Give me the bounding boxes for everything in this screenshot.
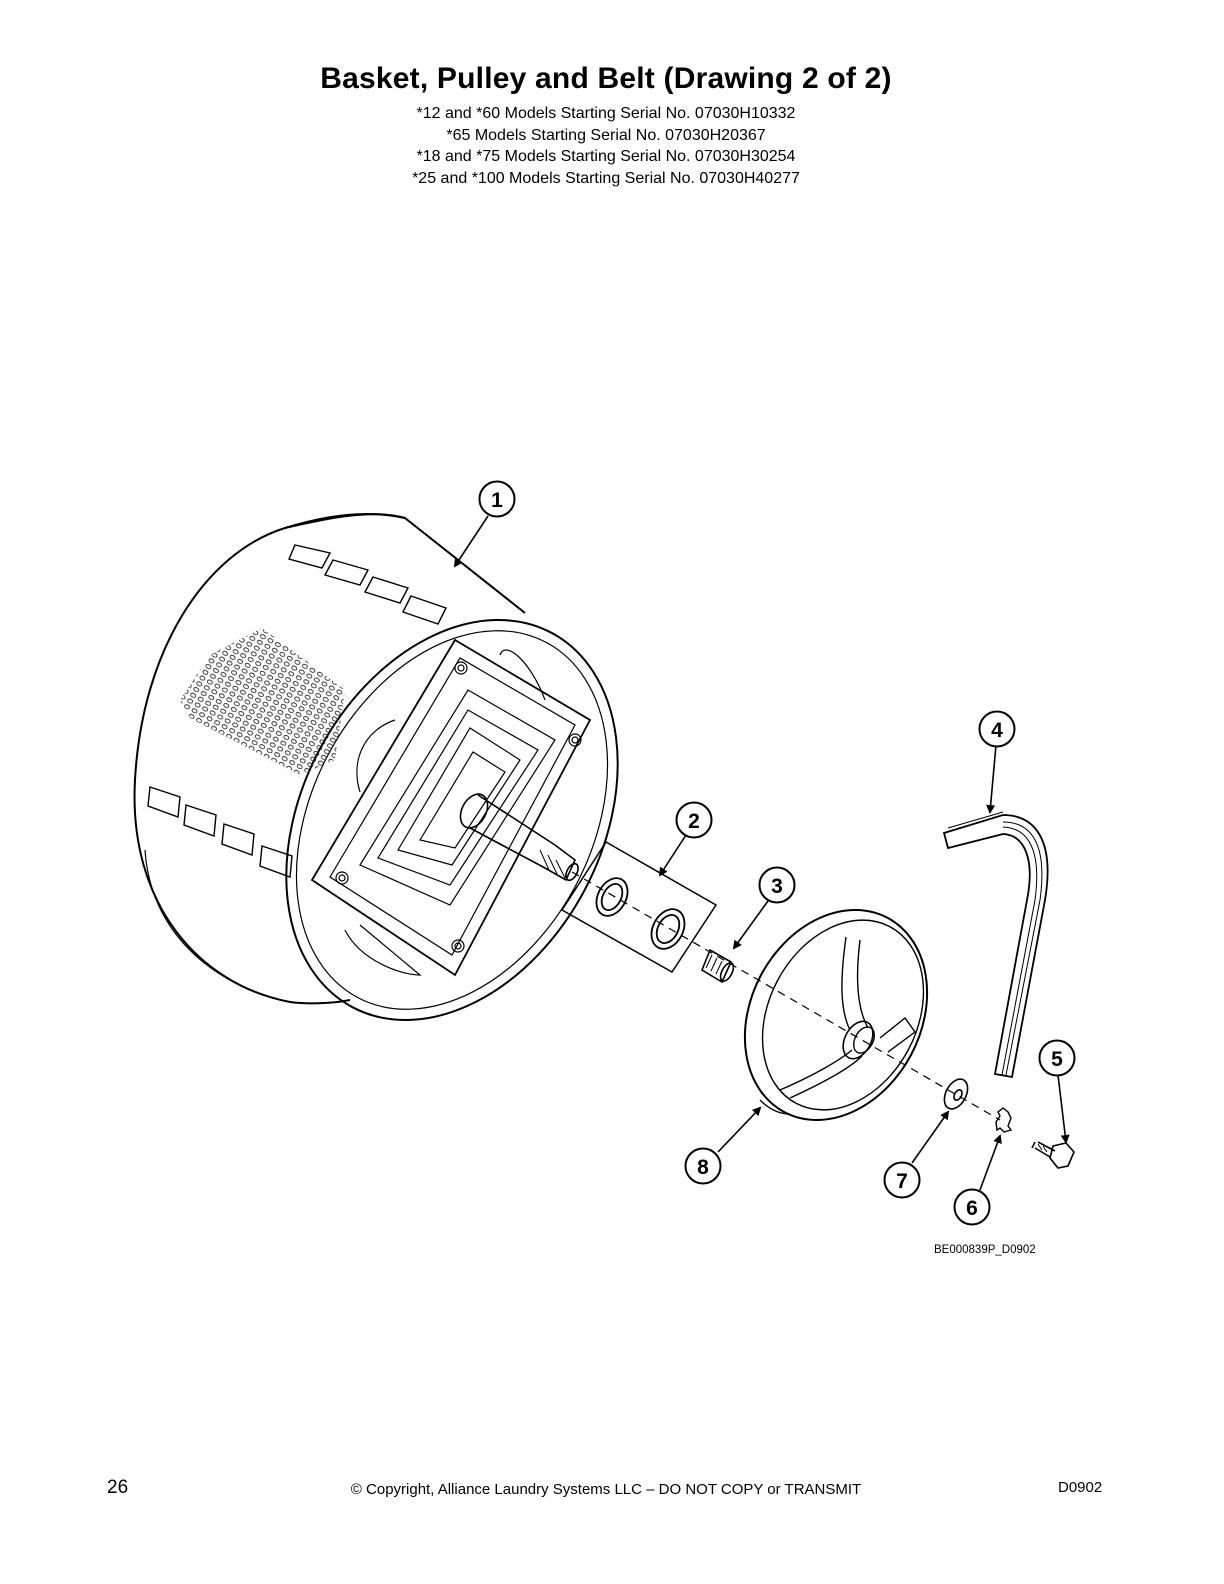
callout-1: 1 [478, 480, 516, 518]
callout-6: 6 [953, 1188, 991, 1226]
page-title: Basket, Pulley and Belt (Drawing 2 of 2) [320, 62, 892, 95]
basket [133, 512, 619, 1021]
lock-washer [995, 1107, 1013, 1133]
svg-text:5: 5 [1051, 1048, 1063, 1071]
serial-line: *18 and *75 Models Starting Serial No. 0… [416, 148, 796, 165]
leader-lines [453, 515, 1070, 1191]
assembly-axis [571, 871, 1001, 1121]
drawing-code: BE000839P_D0902 [934, 1244, 1036, 1256]
callout-8: 8 [684, 1147, 722, 1185]
basket-slots-bottom [147, 786, 293, 878]
svg-text:7: 7 [896, 1170, 908, 1193]
bearing-seals [560, 840, 718, 973]
basket-shaft [459, 793, 579, 882]
callout-3: 3 [758, 866, 796, 904]
basket-front-face [285, 619, 619, 1021]
callout-5: 5 [1038, 1039, 1076, 1077]
serial-line: *25 and *100 Models Starting Serial No. … [412, 169, 800, 187]
bushing [701, 948, 735, 984]
copyright-notice: © Copyright, Alliance Laundry Systems LL… [350, 1481, 862, 1498]
page-number: 26 [107, 1477, 129, 1498]
basket-slots-top [288, 544, 447, 625]
basket-plate-bolts [335, 661, 582, 953]
svg-text:2: 2 [688, 810, 700, 833]
pulley [743, 908, 929, 1122]
document-code: D0902 [1058, 1479, 1103, 1496]
hex-bolt [1031, 1141, 1075, 1169]
svg-text:8: 8 [697, 1156, 709, 1179]
serial-number-list: *12 and *60 Models Starting Serial No. 0… [0, 103, 1212, 189]
svg-text:6: 6 [966, 1197, 978, 1220]
svg-text:3: 3 [771, 875, 783, 898]
drive-belt [942, 811, 1049, 1079]
callout-2: 2 [675, 801, 713, 839]
basket-bottom-edge [289, 999, 351, 1005]
svg-text:1: 1 [491, 489, 503, 512]
seal-kit-frame [560, 840, 718, 973]
basket-back-rim [133, 512, 406, 1003]
callout-4: 4 [978, 710, 1016, 748]
basket-top-edge [284, 513, 526, 614]
svg-text:4: 4 [991, 719, 1003, 742]
basket-hub-plate [310, 638, 592, 977]
flat-washer [943, 1078, 969, 1110]
pulley-outer-rim [743, 908, 929, 1122]
serial-line: *12 and *60 Models Starting Serial No. 0… [416, 105, 796, 122]
callout-7: 7 [883, 1161, 921, 1199]
serial-line: *65 Models Starting Serial No. 07030H203… [446, 126, 766, 144]
